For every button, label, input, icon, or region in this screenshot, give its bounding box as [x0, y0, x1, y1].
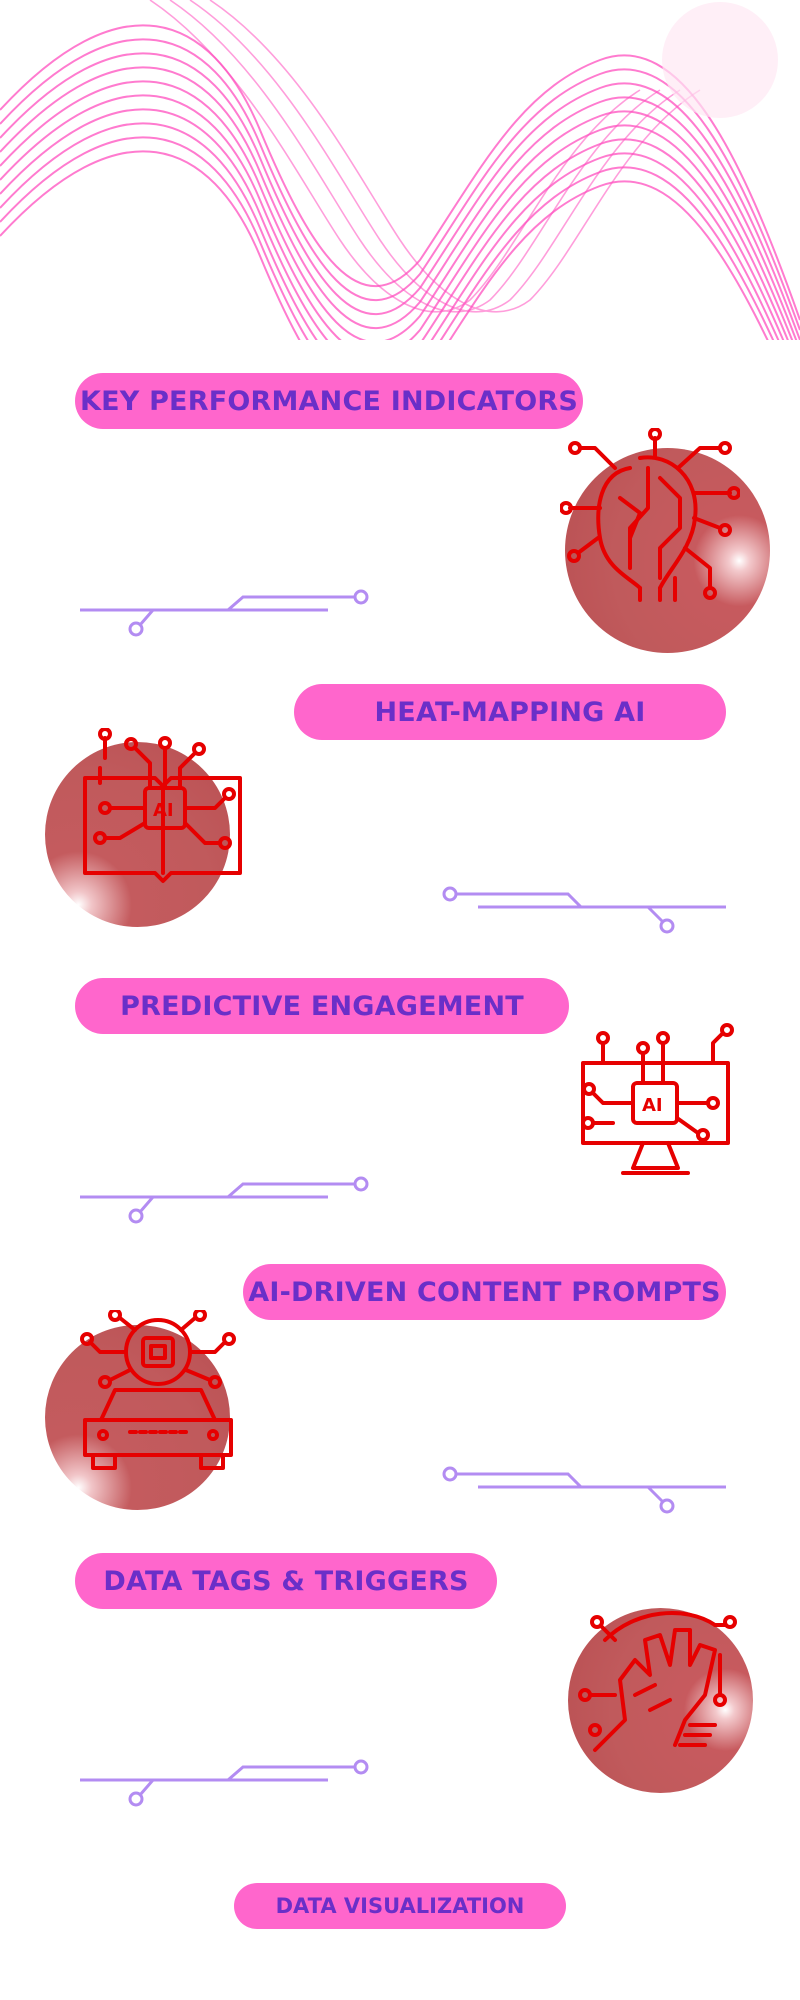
svg-text:AI: AI: [153, 800, 174, 821]
footer-label: DATA VISUALIZATION: [275, 1894, 525, 1918]
section-title-pill: DATA TAGS & TRIGGERS: [75, 1553, 497, 1609]
section-title: DATA TAGS & TRIGGERS: [103, 1565, 469, 1597]
connector-line-graphic: [80, 1176, 369, 1224]
section-title: PREDICTIVE ENGAGEMENT: [120, 990, 524, 1022]
ai-book-circuit-icon: AI: [83, 728, 242, 883]
section-title-pill: AI-DRIVEN CONTENT PROMPTS: [243, 1264, 726, 1320]
header-wave-graphic: [0, 0, 800, 340]
section-title-pill: KEY PERFORMANCE INDICATORS: [75, 373, 583, 429]
footer-pill: DATA VISUALIZATION: [234, 1883, 566, 1929]
connector-line-graphic: [80, 589, 369, 637]
svg-text:AI: AI: [642, 1095, 663, 1116]
section-title-pill: PREDICTIVE ENGAGEMENT: [75, 978, 569, 1034]
icon-backdrop-circle: [565, 448, 770, 653]
section-title: AI-DRIVEN CONTENT PROMPTS: [248, 1276, 721, 1308]
ai-car-chip-icon: [80, 1310, 236, 1470]
icon-backdrop-circle: [45, 1325, 230, 1510]
connector-line-graphic: [80, 1759, 369, 1807]
robot-hand-circuit-icon: [578, 1611, 737, 1752]
section-title: KEY PERFORMANCE INDICATORS: [79, 385, 579, 417]
connector-line-graphic: [442, 886, 726, 934]
brain-circuit-icon: [560, 428, 740, 602]
connector-line-graphic: [442, 1466, 726, 1514]
section-title-pill: HEAT-MAPPING AI: [294, 684, 726, 740]
section-title: HEAT-MAPPING AI: [374, 696, 646, 728]
ai-monitor-circuit-icon: AI: [581, 1023, 734, 1175]
